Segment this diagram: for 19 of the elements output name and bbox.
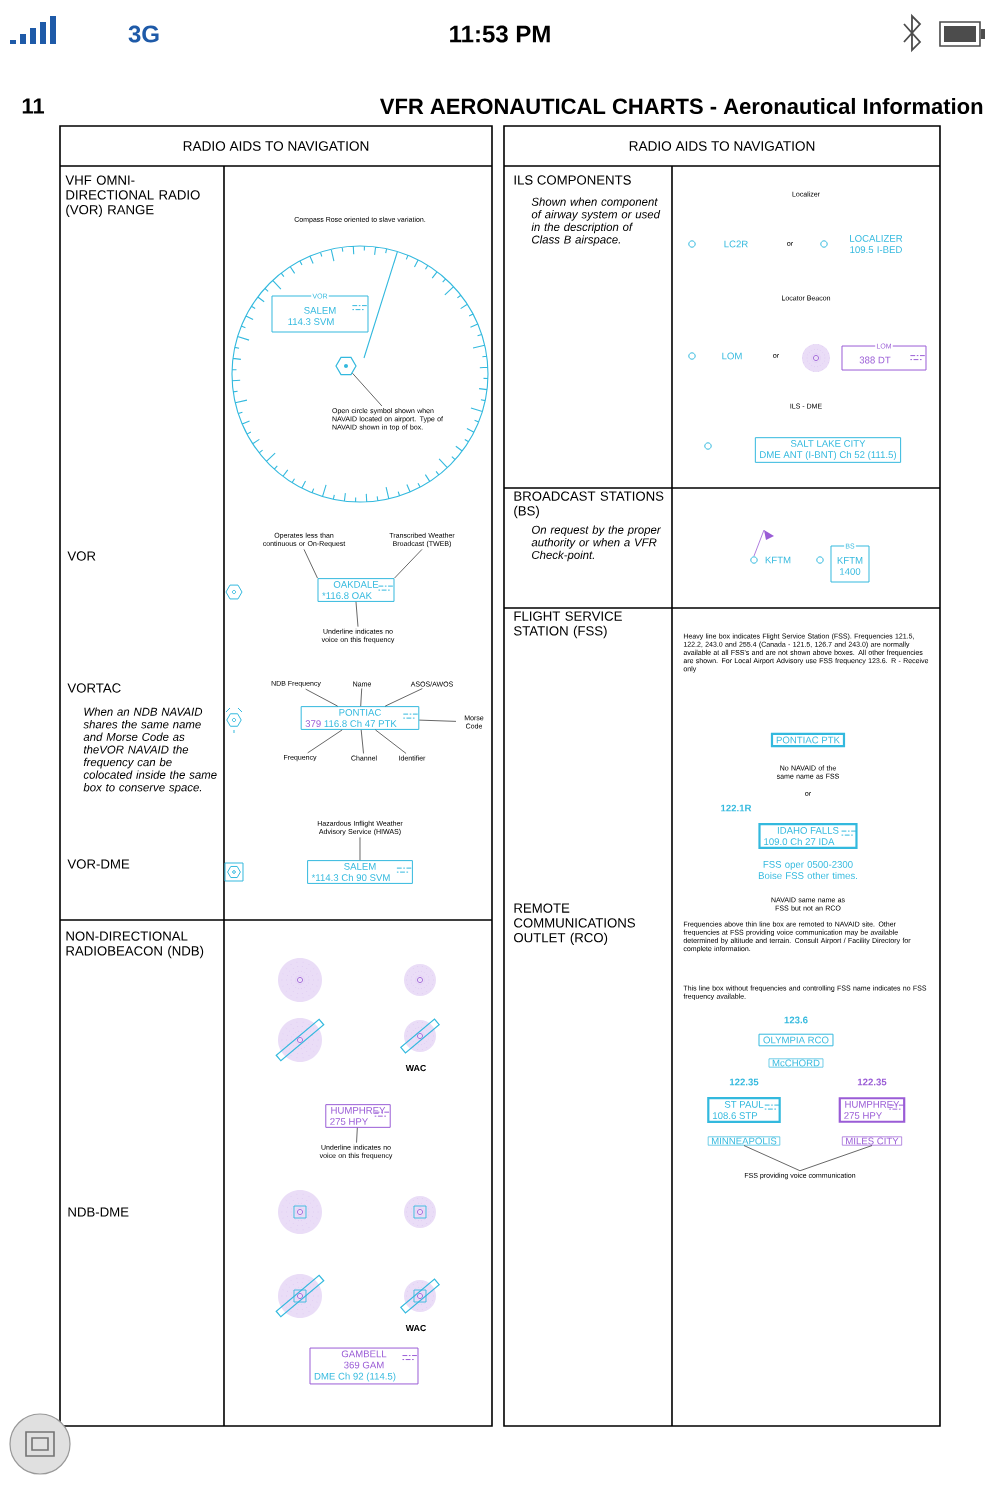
leader-line	[375, 729, 407, 754]
leader-line	[799, 1145, 873, 1172]
page-number: 11	[22, 98, 45, 114]
leader-line	[359, 837, 361, 861]
leader-line	[307, 729, 343, 754]
page-title: VFR AERONAUTICAL CHARTS - Aeronautical Information	[379, 97, 983, 115]
leader-line	[419, 719, 457, 722]
leader-line	[360, 688, 363, 707]
leader-line	[305, 688, 338, 707]
leader-line	[394, 549, 423, 579]
leader-line	[352, 372, 383, 407]
leader-line	[355, 601, 359, 627]
clock-text: 11:53 PM	[450, 25, 550, 43]
leader-line	[360, 729, 364, 754]
vor-symbol	[335, 356, 357, 376]
leader-line	[384, 688, 423, 707]
leader-line	[356, 1127, 358, 1143]
network-label: 3G	[128, 25, 159, 43]
leader-line	[303, 549, 318, 579]
